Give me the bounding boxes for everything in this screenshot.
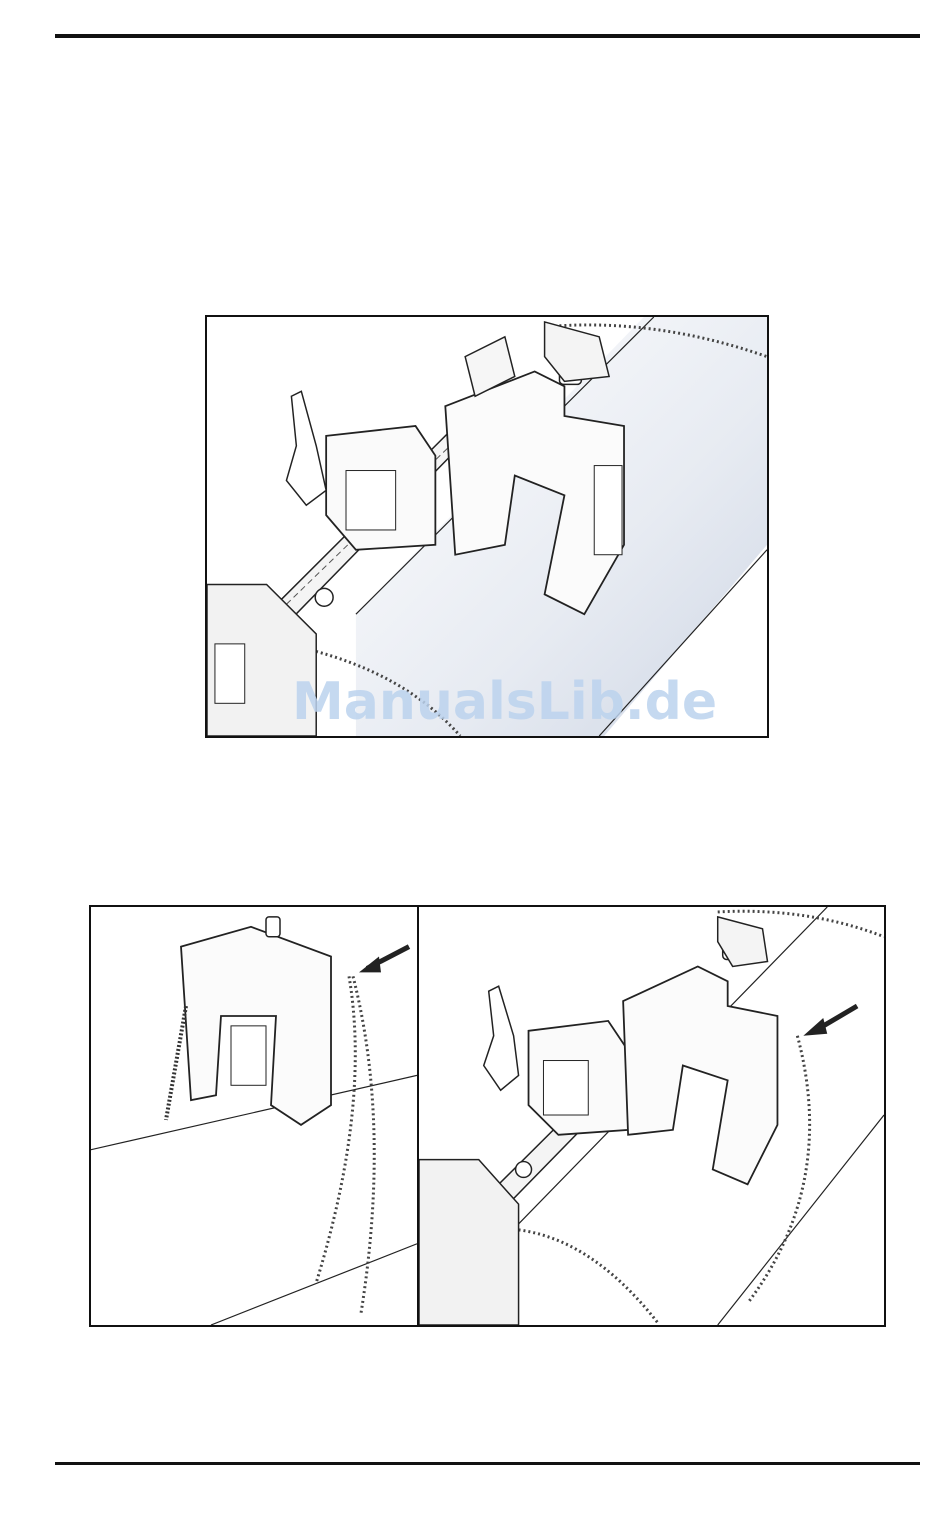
figure-chain-attachment <box>89 905 886 1327</box>
figure-clamp-assembly <box>205 315 769 738</box>
header-rule <box>55 34 920 38</box>
clamp-illustration <box>207 317 767 736</box>
figure-panel-left <box>91 907 419 1325</box>
chain-mounted-illustration <box>419 907 884 1325</box>
figure-panel-right <box>419 907 884 1325</box>
chain-detail-illustration <box>91 907 417 1325</box>
footer-rule <box>55 1462 920 1465</box>
